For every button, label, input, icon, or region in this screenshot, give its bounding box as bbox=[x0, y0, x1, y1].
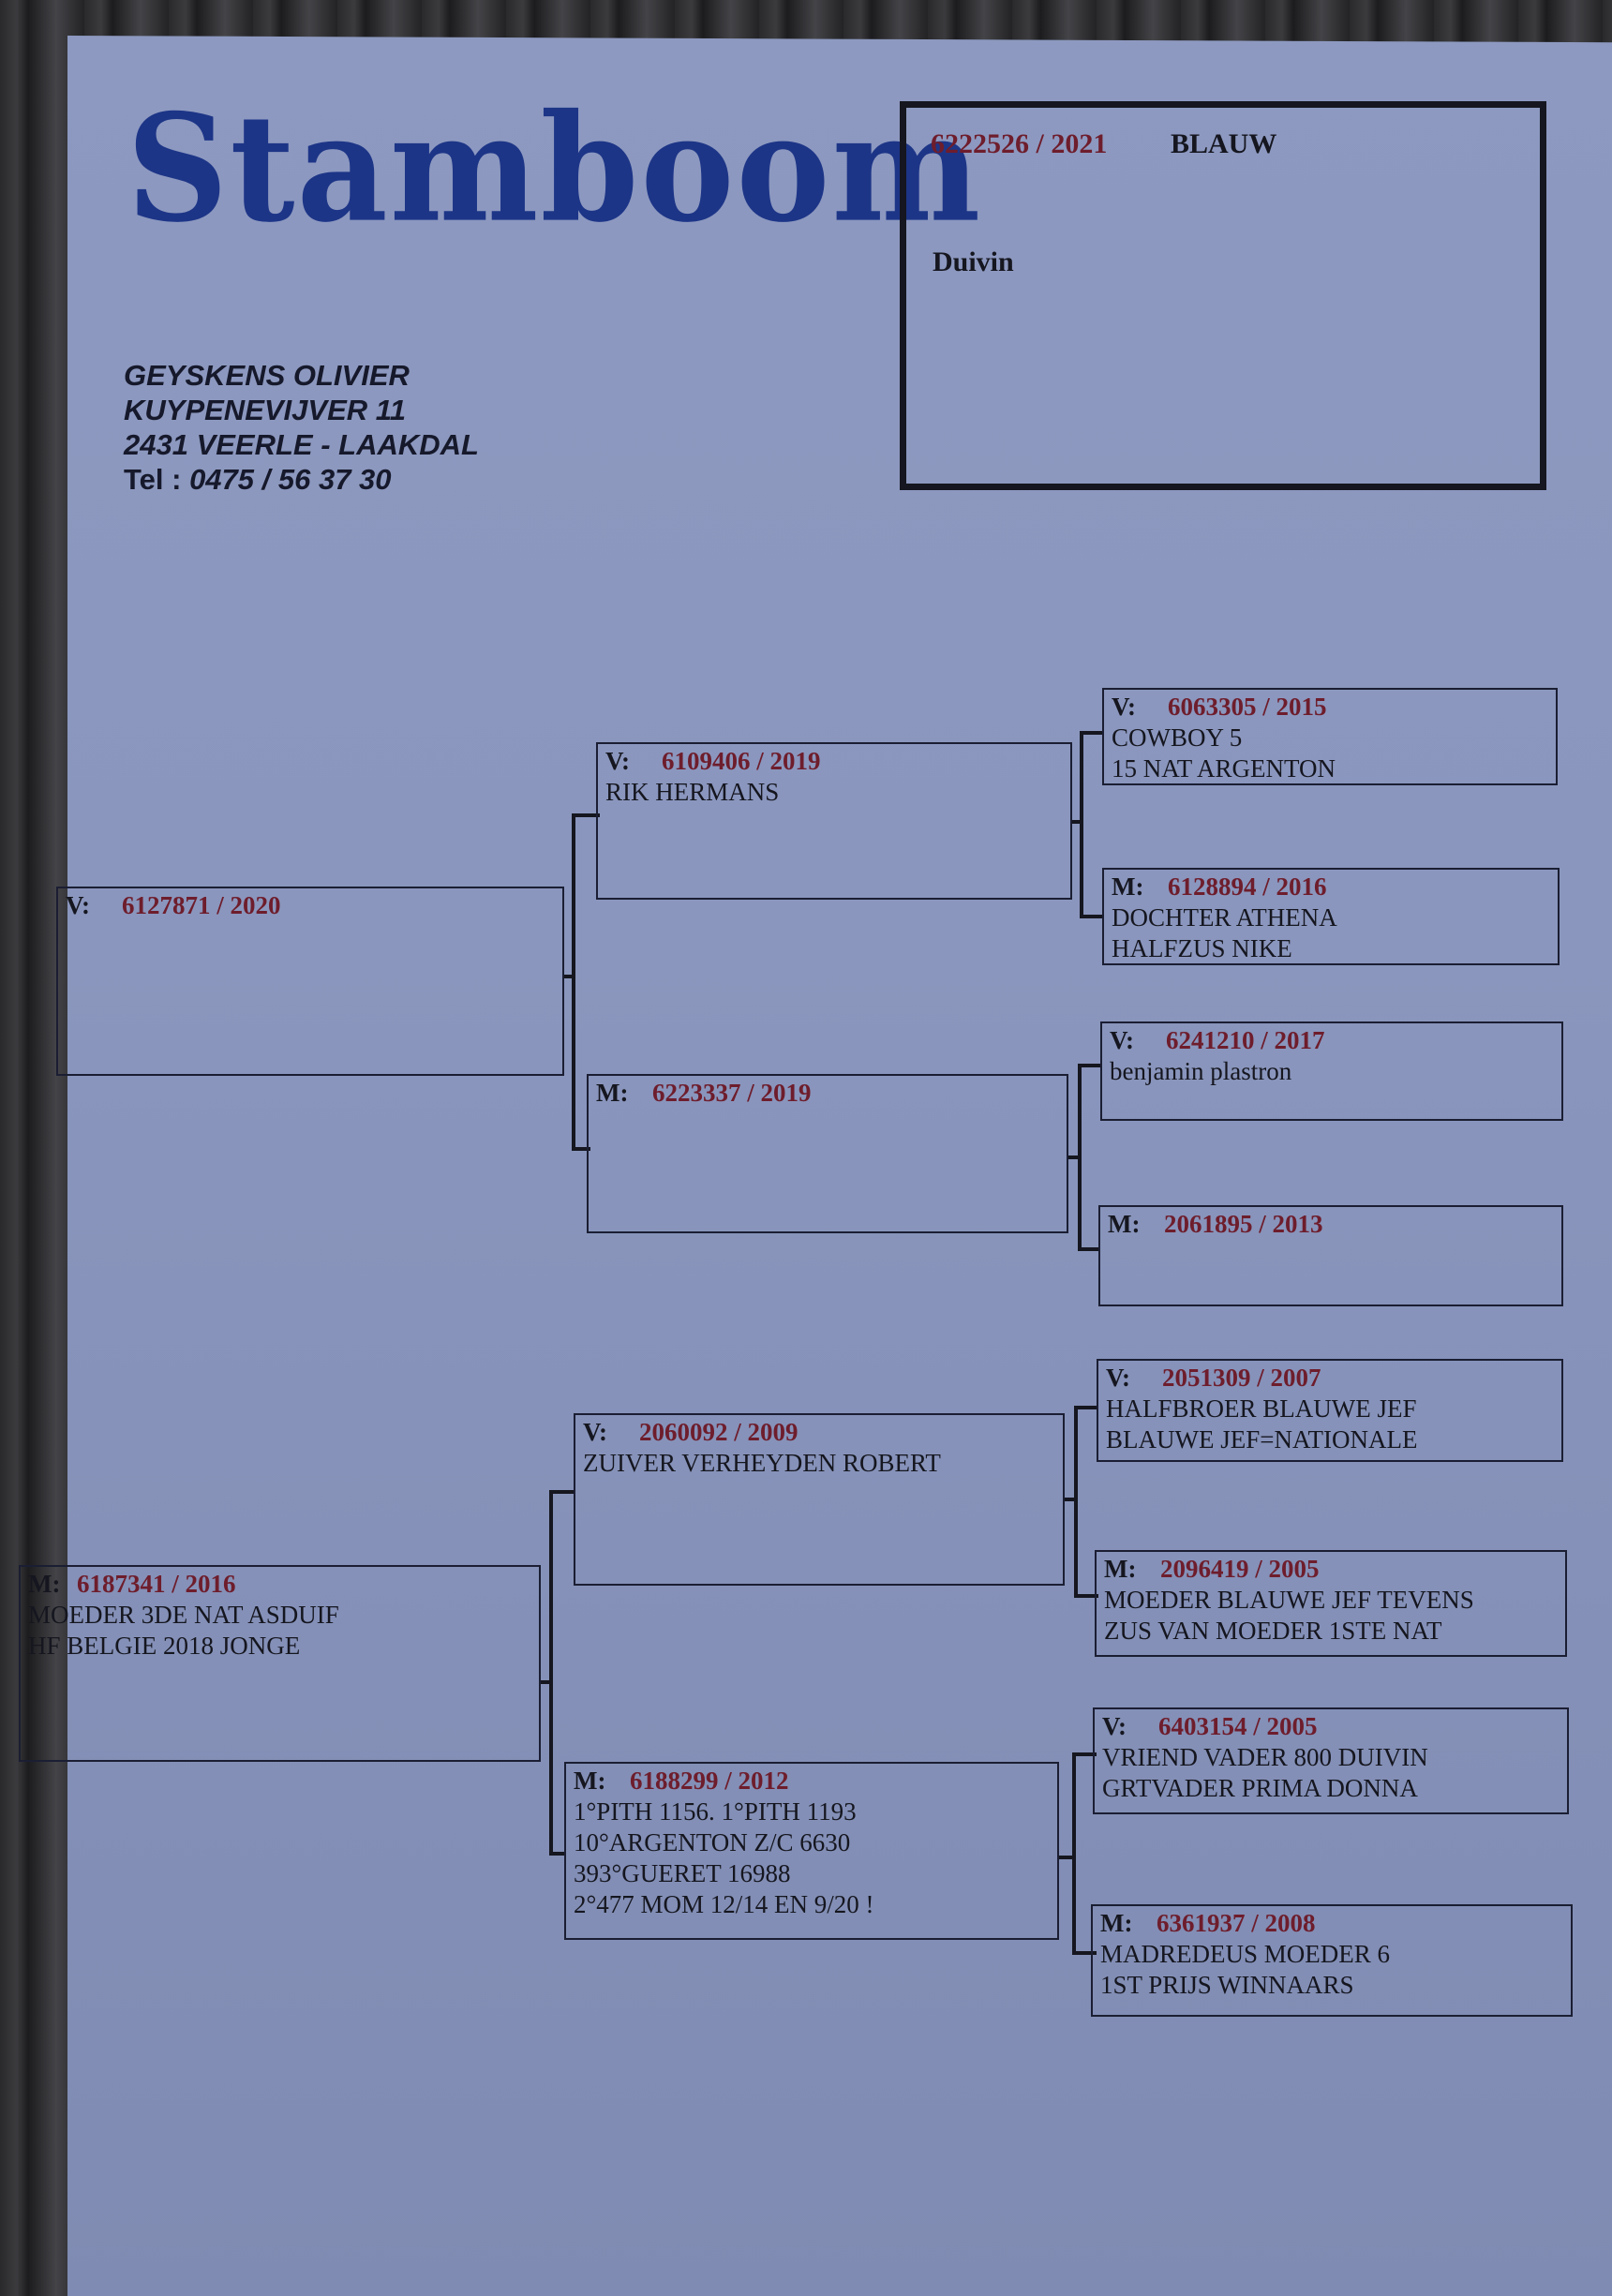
ring-number: 6403154 / 2005 bbox=[1158, 1712, 1318, 1740]
ring-number: 6128894 / 2016 bbox=[1168, 872, 1327, 901]
ring-number: 2061895 / 2013 bbox=[1164, 1210, 1323, 1238]
owner-name: GEYSKENS OLIVIER bbox=[124, 359, 410, 392]
mother-box: M: 6187341 / 2016 MOEDER 3DE NAT ASDUIF H… bbox=[19, 1565, 541, 1762]
owner-phone: Tel : 0475 / 56 37 30 bbox=[124, 462, 479, 497]
subject-sex: Duivin bbox=[933, 246, 1014, 277]
ring-number: 6361937 / 2008 bbox=[1157, 1909, 1316, 1937]
phone-number: 0475 / 56 37 30 bbox=[189, 463, 392, 496]
connector-line bbox=[572, 813, 575, 1151]
ring-number: 6223337 / 2019 bbox=[652, 1079, 812, 1107]
description: benjamin plastron bbox=[1110, 1057, 1292, 1085]
ring-number: 6063305 / 2015 bbox=[1168, 693, 1327, 721]
stamboom-logo: Stamboom bbox=[127, 82, 983, 256]
description: RIK HERMANS bbox=[605, 778, 780, 806]
role-label: V: bbox=[1112, 693, 1137, 721]
maternal-grandmother-box: M: 6188299 / 2012 1°PITH 1156. 1°PITH 119… bbox=[564, 1762, 1059, 1940]
ring-number: 2096419 / 2005 bbox=[1160, 1555, 1320, 1583]
great-grandparent-box: V: 6241210 / 2017 benjamin plastron bbox=[1100, 1021, 1563, 1121]
description: VRIEND VADER 800 DUIVIN GRTVADER PRIMA D… bbox=[1102, 1743, 1428, 1802]
connector-line bbox=[1074, 1406, 1098, 1409]
connector-line bbox=[1074, 1594, 1098, 1598]
connector-line bbox=[549, 1490, 575, 1494]
connector-line bbox=[1067, 1155, 1080, 1159]
role-label: V: bbox=[583, 1418, 608, 1446]
role-label: V: bbox=[66, 891, 91, 919]
owner-address-block: GEYSKENS OLIVIER KUYPENEVIJVER 11 2431 V… bbox=[124, 358, 479, 497]
description: 1°PITH 1156. 1°PITH 1193 10°ARGENTON Z/C… bbox=[574, 1797, 874, 1918]
connector-line bbox=[1059, 1856, 1074, 1859]
great-grandparent-box: V: 2051309 / 2007 HALFBROER BLAUWE JEF BL… bbox=[1097, 1359, 1563, 1462]
father-box: V: 6127871 / 2020 bbox=[56, 887, 564, 1076]
role-label: M: bbox=[1100, 1909, 1133, 1937]
role-label: M: bbox=[28, 1570, 61, 1598]
connector-line bbox=[1078, 1247, 1100, 1251]
ring-number: 6127871 / 2020 bbox=[122, 891, 281, 919]
subject-color: BLAUW bbox=[1171, 128, 1277, 159]
connector-line bbox=[1080, 731, 1102, 735]
great-grandparent-box: V: 6403154 / 2005 VRIEND VADER 800 DUIVIN… bbox=[1093, 1707, 1569, 1814]
description: HALFBROER BLAUWE JEF BLAUWE JEF=NATIONAL… bbox=[1106, 1394, 1418, 1454]
owner-city: 2431 VEERLE - LAAKDAL bbox=[124, 428, 479, 461]
ring-number: 6188299 / 2012 bbox=[630, 1767, 789, 1795]
connector-line bbox=[1072, 1752, 1076, 1955]
connector-line bbox=[1063, 1498, 1076, 1501]
connector-line bbox=[1072, 1752, 1097, 1756]
ring-number: 2051309 / 2007 bbox=[1162, 1364, 1321, 1392]
maternal-grandfather-box: V: 2060092 / 2009 ZUIVER VERHEYDEN ROBERT bbox=[574, 1413, 1065, 1586]
role-label: M: bbox=[1104, 1555, 1137, 1583]
owner-street: KUYPENEVIJVER 11 bbox=[124, 394, 406, 426]
ring-number: 6187341 / 2016 bbox=[77, 1570, 236, 1598]
connector-line bbox=[549, 1490, 553, 1856]
subject-ring-number: 6222526 / 2021 bbox=[931, 128, 1108, 159]
description: COWBOY 5 15 NAT ARGENTON bbox=[1112, 723, 1336, 783]
connector-line bbox=[549, 1852, 566, 1856]
ring-number: 2060092 / 2009 bbox=[639, 1418, 799, 1446]
connector-line bbox=[562, 975, 575, 978]
role-label: V: bbox=[1106, 1364, 1131, 1392]
connector-line bbox=[1080, 731, 1083, 918]
connector-line bbox=[1070, 820, 1083, 824]
ring-number: 6109406 / 2019 bbox=[662, 747, 821, 775]
role-label: M: bbox=[574, 1767, 606, 1795]
connector-line bbox=[572, 1147, 590, 1151]
paternal-grandmother-box: M: 6223337 / 2019 bbox=[587, 1074, 1068, 1233]
role-label: M: bbox=[596, 1079, 629, 1107]
role-label: V: bbox=[605, 747, 631, 775]
description: DOCHTER ATHENA HALFZUS NIKE bbox=[1112, 903, 1337, 962]
great-grandparent-box: M: 6361937 / 2008 MADREDEUS MOEDER 6 1ST … bbox=[1091, 1904, 1573, 2017]
phone-label: Tel : bbox=[124, 463, 182, 496]
connector-line bbox=[1078, 1064, 1100, 1067]
role-label: V: bbox=[1110, 1026, 1135, 1054]
great-grandparent-box: M: 2096419 / 2005 MOEDER BLAUWE JEF TEVEN… bbox=[1095, 1550, 1567, 1657]
role-label: M: bbox=[1112, 872, 1144, 901]
paternal-grandfather-box: V: 6109406 / 2019 RIK HERMANS bbox=[596, 742, 1072, 900]
connector-line bbox=[1072, 1951, 1097, 1955]
connector-line bbox=[539, 1680, 552, 1684]
pedigree-sheet bbox=[67, 36, 1612, 2296]
description: MOEDER BLAUWE JEF TEVENS ZUS VAN MOEDER … bbox=[1104, 1586, 1474, 1645]
connector-line bbox=[1074, 1406, 1078, 1598]
role-label: V: bbox=[1102, 1712, 1127, 1740]
connector-line bbox=[1078, 1064, 1082, 1251]
description: MOEDER 3DE NAT ASDUIF HF BELGIE 2018 JON… bbox=[28, 1601, 339, 1660]
great-grandparent-box: M: 2061895 / 2013 bbox=[1098, 1205, 1563, 1306]
great-grandparent-box: V: 6063305 / 2015 COWBOY 5 15 NAT ARGENTO… bbox=[1102, 688, 1558, 785]
connector-line bbox=[1080, 915, 1102, 918]
description: MADREDEUS MOEDER 6 1ST PRIJS WINNAARS bbox=[1100, 1940, 1391, 1999]
great-grandparent-box: M: 6128894 / 2016 DOCHTER ATHENA HALFZUS … bbox=[1102, 868, 1560, 965]
subject-pigeon-box: 6222526 / 2021 BLAUW Duivin bbox=[900, 101, 1546, 490]
connector-line bbox=[572, 813, 600, 817]
role-label: M: bbox=[1108, 1210, 1141, 1238]
ring-number: 6241210 / 2017 bbox=[1166, 1026, 1325, 1054]
description: ZUIVER VERHEYDEN ROBERT bbox=[583, 1449, 941, 1477]
